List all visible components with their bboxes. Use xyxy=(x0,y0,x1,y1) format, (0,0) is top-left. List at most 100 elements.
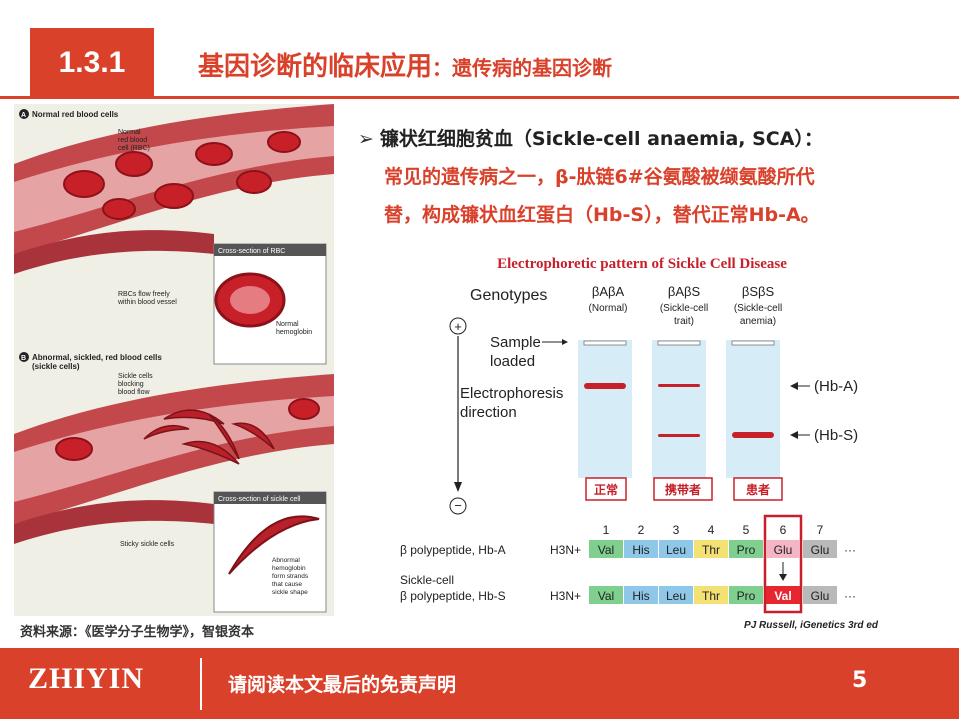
sickle-blocking-label-1: Sickle cells xyxy=(118,373,153,380)
svg-text:Pro: Pro xyxy=(737,589,756,603)
svg-text:2: 2 xyxy=(638,523,645,537)
vessel-top-lumen xyxy=(14,126,334,232)
page-number: 5 xyxy=(852,668,868,693)
sickle-blocking-label-3: blood flow xyxy=(118,389,150,396)
hbs-band-label: (Hb-S) xyxy=(814,427,858,444)
svg-text:Val: Val xyxy=(598,589,614,603)
band-lane2-hbs xyxy=(658,434,700,437)
svg-text:···: ··· xyxy=(844,543,856,557)
cross-section-sickle-label: Cross-section of sickle cell xyxy=(218,496,301,503)
abnormal-hemoglobin-label-1: Abnormal xyxy=(272,557,300,564)
normal-rbc-label-2: red blood xyxy=(118,137,147,144)
minus-electrode xyxy=(449,497,467,515)
direction-label-1: Electrophoresis xyxy=(460,385,563,402)
svg-text:Leu: Leu xyxy=(666,589,686,603)
disclaimer-notice: 请阅读本文最后的免责声明 xyxy=(228,674,457,696)
bullet-sca: ➢镰状红细胞贫血（Sickle-cell anaemia, SCA）： 常见的遗… xyxy=(358,120,938,226)
direction-label-2: direction xyxy=(460,404,517,421)
svg-text:+: + xyxy=(454,319,462,334)
rbc-flow-label-2: within blood vessel xyxy=(117,299,177,306)
svg-text:His: His xyxy=(632,543,649,557)
svg-text:Val: Val xyxy=(774,589,791,603)
svg-text:anemia): anemia) xyxy=(740,316,776,327)
sample-loaded-1: Sample xyxy=(490,334,541,351)
abnormal-hemoglobin-label-4: that cause xyxy=(272,581,302,588)
genotype-3: βSβS xyxy=(742,284,775,299)
hbs-row-label-2: β polypeptide, Hb-S xyxy=(400,589,506,603)
bullet-lead: 镰状红细胞贫血（Sickle-cell anaemia, SCA）： xyxy=(379,128,823,150)
genotypes-label: Genotypes xyxy=(470,287,547,304)
sticky-label: Sticky sickle cells xyxy=(120,541,175,548)
svg-text:4: 4 xyxy=(708,523,715,537)
tag-patient xyxy=(733,477,783,501)
band-lane3-hbs xyxy=(732,432,774,438)
svg-text:Pro: Pro xyxy=(737,543,756,557)
svg-text:His: His xyxy=(632,589,649,603)
tag-carrier xyxy=(653,477,713,501)
band-lane1-hba xyxy=(584,383,626,389)
svg-text:···: ··· xyxy=(844,589,856,603)
hbs-h3n: H3N+ xyxy=(550,589,581,603)
electrophoresis-figure: Electrophoretic pattern of Sickle Cell D… xyxy=(378,244,906,637)
hbs-row-label-1: Sickle-cell xyxy=(400,573,454,587)
abnormal-hemoglobin-label-5: sickle shape xyxy=(272,589,308,596)
sickle-cross-section xyxy=(228,515,320,575)
svg-text:3: 3 xyxy=(673,523,680,537)
position-numbers: 1 2 3 4 5 6 7 xyxy=(603,523,824,537)
vessel-bottom-lumen xyxy=(14,396,334,502)
svg-text:B: B xyxy=(21,355,26,362)
figure-title: Electrophoretic pattern of Sickle Cell D… xyxy=(497,256,787,272)
header-rule xyxy=(0,96,959,99)
plus-electrode xyxy=(449,317,467,335)
cross-section-sickle-box xyxy=(213,491,327,613)
svg-text:Thr: Thr xyxy=(702,543,720,557)
figure-credit: PJ Russell, iGenetics 3rd ed xyxy=(744,620,879,631)
bullet-line-2: 常见的遗传病之一，β-肽链6#谷氨酸被缬氨酸所代 xyxy=(384,166,815,188)
svg-text:7: 7 xyxy=(817,523,824,537)
svg-text:trait): trait) xyxy=(674,316,694,327)
section-number: 1.3.1 xyxy=(30,28,154,98)
label-b-badge xyxy=(19,352,29,362)
svg-text:Glu: Glu xyxy=(774,543,793,557)
zhiyin-logo: ZHIYIN xyxy=(28,662,145,695)
svg-text:5: 5 xyxy=(743,523,750,537)
blood-vessel-illustration: A Normal red blood cells Normal red bloo… xyxy=(14,104,334,616)
tag-normal xyxy=(585,477,627,501)
svg-text:携带者: 携带者 xyxy=(665,482,701,497)
abnormal-hemoglobin-label-2: hemoglobin xyxy=(272,565,306,572)
bullet-description: 常见的遗传病之一，β-肽链6#谷氨酸被缬氨酸所代 替，构成镰状血红蛋白（Hb-S… xyxy=(384,158,944,234)
gel-lane-1 xyxy=(578,340,632,478)
label-a-badge xyxy=(19,109,29,119)
svg-text:Glu: Glu xyxy=(811,543,830,557)
genotype-2: βAβS xyxy=(668,284,701,299)
hba-row-label: β polypeptide, Hb-A xyxy=(400,543,506,557)
svg-text:(Sickle-cell: (Sickle-cell xyxy=(734,303,782,314)
svg-text:患者: 患者 xyxy=(746,482,770,497)
hba-h3n: H3N+ xyxy=(550,543,581,557)
normal-rbcs xyxy=(63,131,301,220)
svg-text:Val: Val xyxy=(598,543,614,557)
svg-text:A: A xyxy=(21,112,26,119)
normal-hemoglobin-label-1: Normal xyxy=(276,321,299,328)
normal-rbc-label-3: cell (RBC) xyxy=(118,145,150,152)
sickle-cells xyxy=(143,409,275,465)
footer-divider xyxy=(200,658,202,710)
bullet-arrow-icon: ➢ xyxy=(358,128,374,150)
footer-bar: ZHIYIN 请阅读本文最后的免责声明 5 xyxy=(0,648,959,719)
hba-band-label: (Hb-A) xyxy=(814,378,858,395)
title-sub: ：遗传病的基因诊断 xyxy=(432,56,613,80)
svg-text:正常: 正常 xyxy=(594,482,618,497)
sample-loaded-2: loaded xyxy=(490,353,535,370)
mutation-highlight xyxy=(763,514,803,614)
svg-text:1: 1 xyxy=(603,523,610,537)
normal-rbc-label-1: Normal xyxy=(118,129,141,136)
svg-text:6: 6 xyxy=(780,523,787,537)
rbc-flow-label-1: RBCs flow freely xyxy=(118,291,170,298)
gel-lane-3 xyxy=(726,340,780,478)
source-note: 资料来源：《医学分子生物学》，智银资本 xyxy=(20,625,255,640)
title-main: 基因诊断的临床应用 xyxy=(198,52,433,82)
label-b-text-2: (sickle cells) xyxy=(32,362,80,371)
label-a-text: Normal red blood cells xyxy=(32,110,119,119)
label-b-text-1: Abnormal, sickled, red blood cells xyxy=(32,353,162,362)
normal-hemoglobin-label-2: hemoglobin xyxy=(276,329,312,336)
